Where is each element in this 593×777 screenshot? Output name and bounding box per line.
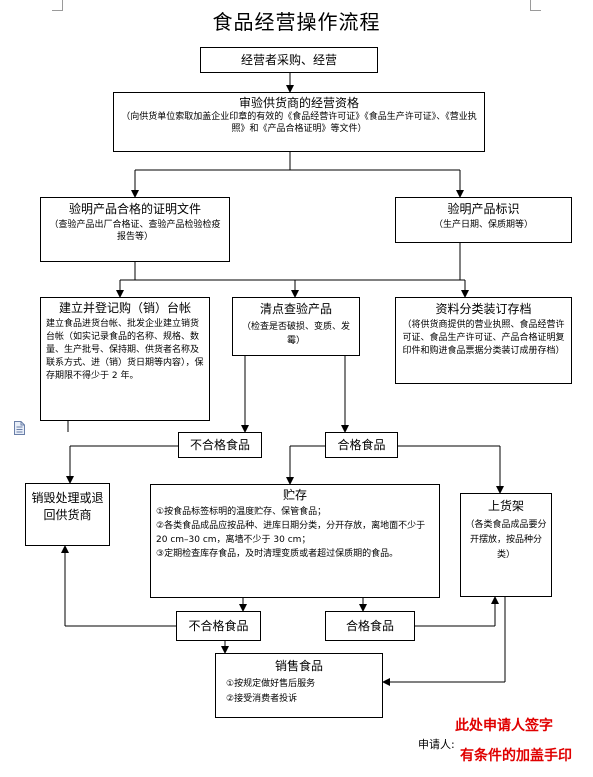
node-shelf-desc: （各类食品成品要分开摆放，按品种分类） <box>465 520 547 560</box>
signature-note-line-1: 此处申请人签字 <box>455 718 553 734</box>
node-label-desc: （生产日期、保质期等） <box>433 220 533 230</box>
node-audit-title: 审验供货商的经营资格 <box>238 96 359 110</box>
node-storage-line-3: ③定期检查库存食品，及时清理变质或者超过保质期的食品。 <box>156 549 399 559</box>
node-archive: 资料分类装订存档 （将供货商提供的营业执照、食品经营许可证、食品生产许可证、产品… <box>395 297 572 384</box>
node-unqualified-1: 不合格食品 <box>178 432 262 458</box>
node-audit-desc: （向供货单位索取加盖企业印章的有效的《食品经营许可证》《食品生产许可证》、《营业… <box>121 112 477 134</box>
node-purchase: 经营者采购、经营 <box>200 47 378 73</box>
node-unqualified-2: 不合格食品 <box>176 611 261 641</box>
node-cert-desc: （查验产品出厂合格证、查验产品检验检疫报告等） <box>49 220 221 242</box>
node-storage: 贮存 ①按食品标签标明的温度贮存、保管食品； ②各类食品成品应按品种、进库日期分… <box>150 484 440 598</box>
page-corner-mark-right <box>530 0 541 11</box>
node-qualified-2-title: 合格食品 <box>345 619 394 633</box>
node-shelf-title: 上货架 <box>487 499 524 513</box>
node-cert: 验明产品合格的证明文件 （查验产品出厂合格证、查验产品检验检疫报告等） <box>40 197 230 262</box>
node-qualified-1: 合格食品 <box>325 432 398 458</box>
node-ledger-title: 建立并登记购（销）台帐 <box>58 301 191 315</box>
node-unqualified-1-title: 不合格食品 <box>189 438 250 452</box>
node-cert-title: 验明产品合格的证明文件 <box>68 202 201 216</box>
node-inspect-title: 清点查验产品 <box>259 302 332 316</box>
page-corner-mark-left <box>52 0 63 11</box>
node-purchase-title: 经营者采购、经营 <box>240 53 337 67</box>
node-inspect: 清点查验产品 （检查是否破损、变质、发霉） <box>232 297 360 356</box>
node-label-title: 验明产品标识 <box>447 202 520 216</box>
document-icon <box>14 420 25 435</box>
node-archive-title: 资料分类装订存档 <box>435 302 532 316</box>
node-archive-desc: （将供货商提供的营业执照、食品经营许可证、食品生产许可证、产品合格证明复印件和购… <box>402 320 565 356</box>
node-destroy-title: 销毁处理或退回供货商 <box>31 491 104 522</box>
node-inspect-desc: （检查是否破损、变质、发霉） <box>241 322 350 346</box>
node-storage-line-2: ②各类食品成品应按品种、进库日期分类，分开存放，离地面不少于 20 cm–30 … <box>156 521 426 545</box>
node-sale: 销售食品 ①按规定做好售后服务 ②接受消费者投诉 <box>215 653 383 718</box>
node-qualified-2: 合格食品 <box>325 611 415 641</box>
signature-note-line-2: 有条件的加盖手印 <box>460 748 572 764</box>
node-unqualified-2-title: 不合格食品 <box>188 619 249 633</box>
node-ledger: 建立并登记购（销）台帐 建立食品进货台帐、批发企业建立销货台帐（如实记录食品的名… <box>40 297 210 421</box>
node-label: 验明产品标识 （生产日期、保质期等） <box>395 197 572 243</box>
page-title: 食品经营操作流程 <box>212 10 381 34</box>
node-audit: 审验供货商的经营资格 （向供货单位索取加盖企业印章的有效的《食品经营许可证》《食… <box>113 92 485 152</box>
node-ledger-desc: 建立食品进货台帐、批发企业建立销货台帐（如实记录食品的名称、规格、数量、生产批号… <box>46 319 204 381</box>
node-sale-title: 销售食品 <box>274 659 323 673</box>
node-destroy: 销毁处理或退回供货商 <box>25 483 110 546</box>
node-sale-line-2: ②接受消费者投诉 <box>226 694 298 704</box>
node-storage-line-1: ①按食品标签标明的温度贮存、保管食品； <box>156 507 327 517</box>
node-sale-line-1: ①按规定做好售后服务 <box>226 679 316 689</box>
node-qualified-1-title: 合格食品 <box>337 438 386 452</box>
applicant-label: 申请人: <box>418 738 455 751</box>
node-shelf: 上货架 （各类食品成品要分开摆放，按品种分类） <box>460 493 552 597</box>
node-storage-title: 贮存 <box>282 488 307 502</box>
